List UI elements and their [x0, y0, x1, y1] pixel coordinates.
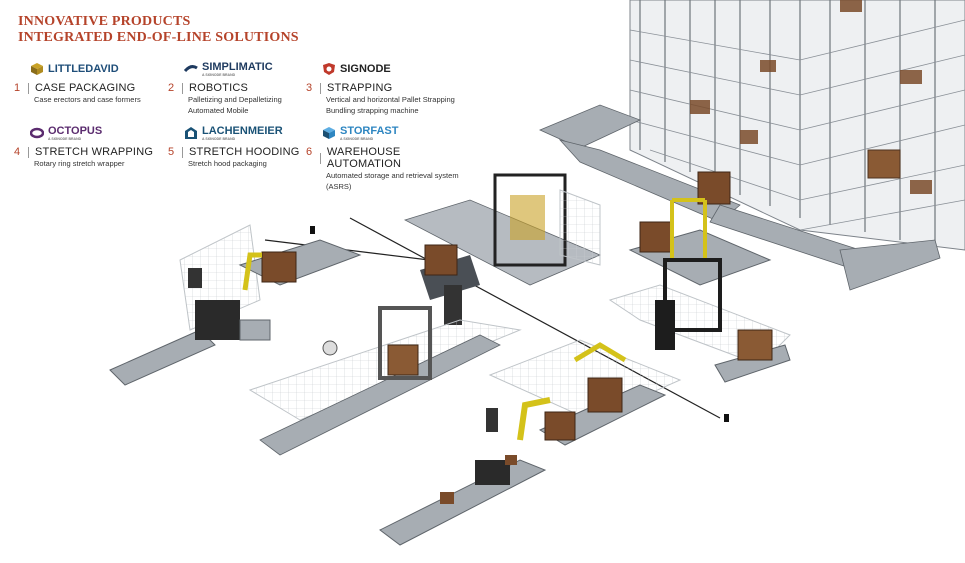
- brand-octopus: OCTOPUS: [48, 125, 103, 137]
- item-number: 5: [168, 146, 175, 158]
- plug-icon: [724, 414, 729, 422]
- item-desc: Automated Mobile: [188, 106, 249, 115]
- item-desc: Bundling strapping machine: [326, 106, 419, 115]
- divider: [182, 82, 183, 94]
- item-desc: Case erectors and case formers: [34, 95, 141, 104]
- brand-sub: A SIGNODE BRAND: [202, 137, 236, 141]
- item-desc: (ASRS): [326, 182, 352, 191]
- brand-storfast: STORFAST: [340, 125, 399, 137]
- item-desc: Vertical and horizontal Pallet Strapping: [326, 95, 455, 104]
- item-number: 6: [306, 146, 313, 158]
- brand-sub: A SIGNODE BRAND: [202, 73, 236, 77]
- case-erector-line: [109, 300, 271, 386]
- headline-line-2: INTEGRATED END-OF-LINE SOLUTIONS: [18, 30, 299, 45]
- item-number: 1: [14, 82, 21, 94]
- robot-palletizer: [486, 339, 682, 446]
- item-number: 4: [14, 146, 21, 158]
- simplimatic-logo-icon: [183, 62, 198, 76]
- plug-icon-2: [310, 226, 315, 234]
- brand-lachenmeier: LACHENMEIER: [202, 125, 283, 137]
- divider: [319, 152, 321, 164]
- gantry-transfer: [628, 171, 772, 286]
- brand-simplimatic: SIMPLIMATIC: [202, 61, 273, 73]
- brand-littledavid: LITTLEDAVID: [48, 63, 119, 75]
- item-number: 2: [168, 82, 175, 94]
- brand-signode: SIGNODE: [340, 63, 391, 75]
- item-title: ROBOTICS: [189, 82, 249, 94]
- divider: [320, 82, 321, 94]
- storfast-logo-icon: [322, 126, 336, 140]
- item-case-packaging: LITTLEDAVID 1 CASE PACKAGING Case erecto…: [14, 60, 164, 105]
- pallet-strapper: [420, 244, 480, 325]
- headline-line-1: INNOVATIVE PRODUCTS: [18, 14, 191, 29]
- brand-sub: A SIGNODE BRAND: [340, 137, 374, 141]
- item-strapping: SIGNODE 3 STRAPPING Vertical and horizon…: [306, 60, 471, 116]
- item-title: STRETCH HOODING: [189, 146, 300, 158]
- item-desc: Rotary ring stretch wrapper: [34, 159, 125, 168]
- lachenmeier-logo-icon: [184, 126, 198, 140]
- strapping-line: [248, 306, 522, 456]
- item-desc: Palletizing and Depalletizing: [188, 95, 282, 104]
- octopus-logo-icon: [29, 126, 45, 140]
- item-title: STRETCH WRAPPING: [35, 146, 154, 158]
- item-title: WAREHOUSE AUTOMATION: [326, 146, 402, 170]
- item-number: 3: [306, 82, 313, 94]
- item-title: CASE PACKAGING: [35, 82, 136, 94]
- brand-sub: A SIGNODE BRAND: [48, 137, 82, 141]
- littledavid-logo-icon: [30, 62, 44, 76]
- bottom-conveyor-line: [379, 455, 547, 546]
- divider: [28, 82, 29, 94]
- item-desc: Automated storage and retrieval system: [326, 171, 459, 180]
- stretch-hood-machine: [403, 173, 602, 286]
- item-desc: Stretch hood packaging: [188, 159, 267, 168]
- item-title: STRAPPING: [327, 82, 393, 94]
- asrs-rack: [629, 0, 965, 251]
- divider: [182, 146, 183, 158]
- divider: [28, 146, 29, 158]
- rotary-wrapper: [608, 258, 791, 383]
- signode-logo-icon: [322, 62, 336, 76]
